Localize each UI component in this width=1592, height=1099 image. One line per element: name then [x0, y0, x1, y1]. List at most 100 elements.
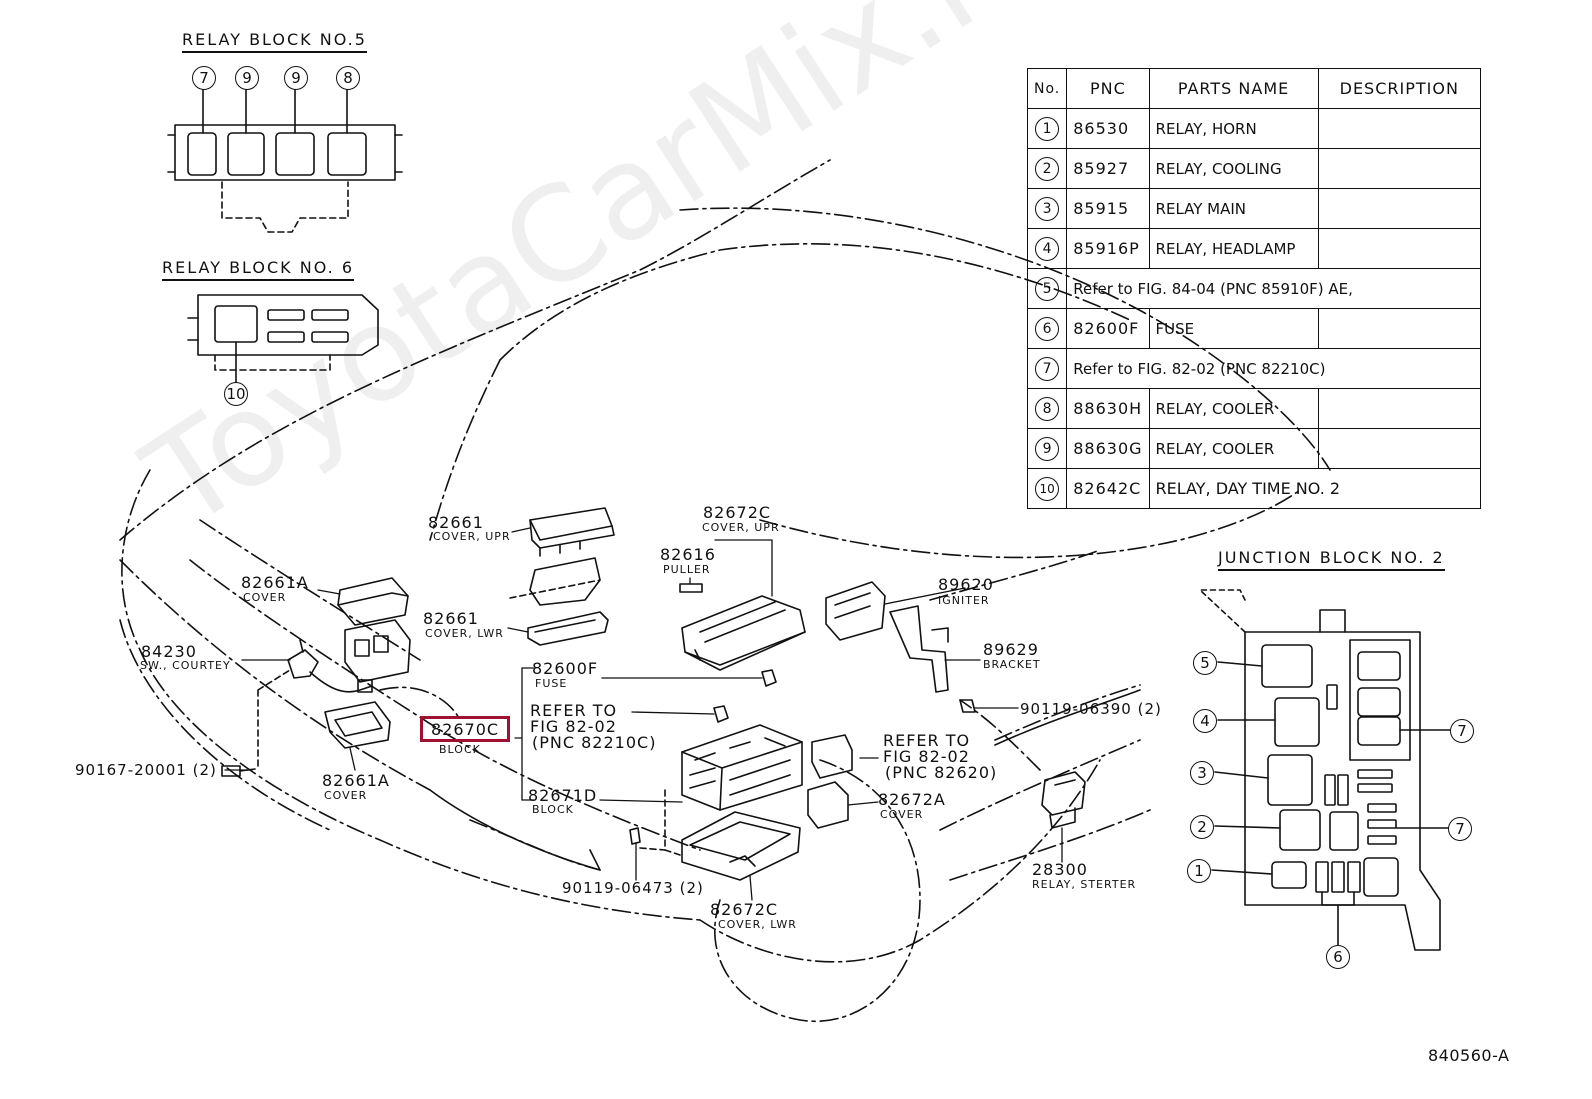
- relay-holder-drawing: [344, 619, 411, 683]
- row-number: 4: [1035, 236, 1060, 261]
- callout-number: 6: [1326, 945, 1350, 969]
- table-row: 8 88630H RELAY, COOLER: [1026, 388, 1482, 429]
- desc-82600F: FUSE: [535, 677, 568, 690]
- relay-block-6-drawing: [187, 294, 379, 383]
- table-row: 10 82642C RELAY, DAY TIME NO. 2: [1026, 468, 1482, 509]
- row-number: 1: [1035, 116, 1060, 141]
- cover-upr-82661-drawing: [529, 507, 615, 557]
- pnc-82661A-bottom: 82661A: [322, 771, 390, 790]
- callout-number: 2: [1190, 815, 1214, 839]
- desc-82672C-lwr: COVER, LWR: [718, 918, 797, 931]
- callout-number: 7: [1448, 817, 1472, 841]
- pnc-82672A: 82672A: [878, 790, 946, 809]
- pnc-82600F: 82600F: [532, 659, 599, 678]
- desc-82672C-upr: COVER, UPR: [702, 521, 780, 534]
- header-pnc: PNC: [1066, 68, 1150, 109]
- cover-82661A-drawing: [337, 577, 409, 626]
- desc-82672A: COVER: [880, 808, 924, 821]
- desc-82661-lwr: COVER, LWR: [425, 627, 504, 640]
- junction-block-2-drawing: [1199, 589, 1451, 951]
- row-number: 9: [1035, 436, 1060, 461]
- table-header-row: No. PNC PARTS NAME DESCRIPTION: [1026, 68, 1482, 109]
- callout-number: 8: [336, 66, 360, 90]
- row-description: [1317, 108, 1482, 149]
- fuse-block-82671D-drawing: [681, 724, 803, 811]
- drawing-number: 840560-A: [1428, 1046, 1510, 1065]
- pnc-89629: 89629: [983, 640, 1039, 659]
- ref-82620-line2: FIG 82-02: [883, 747, 970, 766]
- table-row: 9 88630G RELAY, COOLER: [1026, 428, 1482, 469]
- desc-82661-upr: COVER, UPR: [433, 530, 511, 543]
- header-parts-name: PARTS NAME: [1148, 68, 1319, 109]
- courtesy-switch-drawing: [287, 639, 373, 693]
- relay-block-5-drawing: [167, 87, 403, 233]
- row-parts-name: RELAY, COOLING: [1148, 148, 1319, 189]
- row-number: 10: [1035, 476, 1060, 501]
- pnc-82616: 82616: [660, 545, 716, 564]
- pnc-28300: 28300: [1032, 860, 1088, 879]
- row-number: 3: [1035, 196, 1060, 221]
- table-row: 4 85916P RELAY, HEADLAMP: [1026, 228, 1482, 269]
- pnc-90119-06473: 90119-06473 (2): [562, 879, 704, 897]
- bracket-82661-drawing: [509, 557, 601, 606]
- parts-table: No. PNC PARTS NAME DESCRIPTION 1 86530 R…: [1026, 68, 1482, 509]
- ref-82620-line1: REFER TO: [883, 731, 971, 750]
- callout-number: 10: [224, 382, 248, 406]
- row-description: [1317, 388, 1482, 429]
- desc-89629: BRACKET: [983, 658, 1041, 671]
- row-pnc: 85927: [1066, 148, 1150, 189]
- cover-upr-82672C-drawing: [681, 595, 806, 671]
- row-description: [1317, 188, 1482, 229]
- cover-82661A-bottom-drawing: [324, 701, 391, 749]
- row-parts-name: RELAY, DAY TIME NO. 2: [1148, 468, 1482, 509]
- starter-relay-28300-drawing: [1041, 771, 1086, 829]
- callout-number: 7: [1450, 719, 1474, 743]
- car-body-outline: [119, 159, 1331, 1023]
- callout-number: 1: [1187, 859, 1211, 883]
- row-parts-name: FUSE: [1148, 308, 1319, 349]
- row-pnc: 82642C: [1066, 468, 1150, 509]
- leader-lines: [224, 527, 1063, 901]
- body-edge: [429, 789, 601, 871]
- row-description: [1317, 228, 1482, 269]
- ref-82210-line2: FIG 82-02: [530, 717, 617, 736]
- pnc-82670C: 82670C: [420, 716, 511, 742]
- row-pnc: 88630H: [1066, 388, 1150, 429]
- callout-number: 7: [192, 66, 216, 90]
- desc-82671D: BLOCK: [532, 803, 574, 816]
- row-note: Refer to FIG. 84-04 (PNC 85910F) AE,: [1066, 268, 1481, 309]
- row-pnc: 85915: [1066, 188, 1150, 229]
- callout-number: 5: [1193, 651, 1217, 675]
- header-description: DESCRIPTION: [1317, 68, 1482, 109]
- pnc-82672C-upr: 82672C: [703, 503, 772, 522]
- ref-82210-line3: (PNC 82210C): [532, 733, 657, 752]
- pnc-82671D: 82671D: [528, 786, 598, 805]
- callout-number: 9: [284, 66, 308, 90]
- row-pnc: 82600F: [1066, 308, 1150, 349]
- table-row: 2 85927 RELAY, COOLING: [1026, 148, 1482, 189]
- row-description: [1317, 428, 1482, 469]
- table-row: 3 85915 RELAY MAIN: [1026, 188, 1482, 229]
- highlighted-part-number: 82670C: [420, 716, 511, 742]
- row-pnc: 85916P: [1066, 228, 1150, 269]
- relay-ref-82210-drawing: [713, 705, 729, 723]
- row-description: [1317, 148, 1482, 189]
- row-number: 5: [1035, 276, 1060, 301]
- ref-82210-line1: REFER TO: [530, 701, 618, 720]
- desc-82661A-top: COVER: [243, 591, 287, 604]
- relay-block-6-title: RELAY BLOCK NO. 6: [162, 258, 354, 281]
- row-number: 6: [1035, 316, 1060, 341]
- screw-90119-06473-drawing: [629, 827, 641, 845]
- bracket-89629-drawing: [889, 605, 949, 693]
- callout-number: 9: [235, 66, 259, 90]
- table-row: 5 Refer to FIG. 84-04 (PNC 85910F) AE,: [1026, 268, 1481, 309]
- pnc-84230: 84230: [141, 642, 197, 661]
- pnc-82661-lwr: 82661: [423, 609, 479, 628]
- desc-82616: PULLER: [663, 563, 711, 576]
- pnc-90119-06390: 90119-06390 (2): [1020, 700, 1162, 718]
- pnc-82661A-top: 82661A: [241, 573, 309, 592]
- pnc-82672C-lwr: 82672C: [710, 900, 779, 919]
- callout-number: 3: [1190, 761, 1214, 785]
- row-parts-name: RELAY, COOLER: [1148, 428, 1319, 469]
